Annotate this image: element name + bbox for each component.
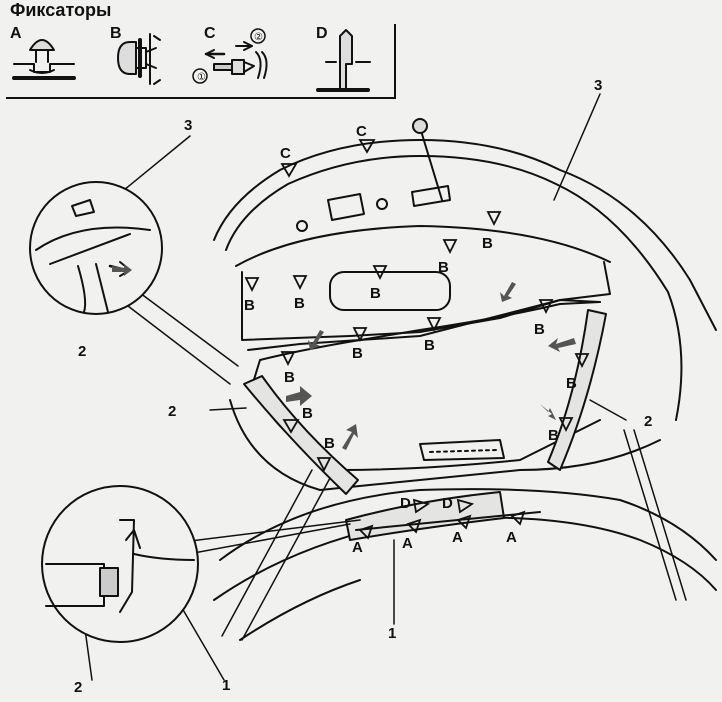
legend-step-1: ① (197, 72, 206, 83)
marker-b: B (284, 369, 295, 386)
marker-b: B (244, 297, 255, 314)
marker-a: A (452, 529, 463, 546)
marker-b: B (324, 435, 335, 452)
marker-b: B (482, 235, 493, 252)
callout-2-bottom: 2 (74, 679, 83, 696)
legend-box: A B C D (6, 24, 396, 99)
callout-2-right: 2 (644, 413, 653, 430)
legend-title: Фиксаторы (10, 0, 112, 20)
callout-1-center: 1 (388, 625, 397, 642)
clip-d-illustration (316, 29, 371, 92)
clip-b-illustration (117, 33, 161, 85)
callout-1-circle: 1 (222, 677, 231, 694)
detail-circle-lower (41, 485, 199, 643)
clip-a-illustration (12, 39, 76, 80)
legend-letter-a: A (10, 25, 22, 42)
callout-3-right: 3 (594, 77, 603, 94)
legend-letter-c: C (204, 25, 216, 42)
marker-a: A (506, 529, 517, 546)
marker-b: B (566, 375, 577, 392)
marker-a: A (352, 539, 363, 556)
legend-step-2: ② (254, 32, 263, 43)
direction-arrows (112, 264, 576, 450)
callout-3-left: 3 (184, 117, 193, 134)
marker-d: D (400, 495, 411, 512)
clip-c-illustration (192, 28, 268, 84)
callout-2-left: 2 (168, 403, 177, 420)
marker-b: B (294, 295, 305, 312)
marker-b: B (302, 405, 313, 422)
legend-letter-b: B (110, 25, 122, 42)
marker-b: B (534, 321, 545, 338)
marker-b: B (352, 345, 363, 362)
legend-letter-d: D (316, 25, 328, 42)
marker-b: B (548, 427, 559, 444)
marker-a: A (402, 535, 413, 552)
callout-2-circle: 2 (78, 343, 87, 360)
marker-b: B (370, 285, 381, 302)
detail-circle-upper (29, 181, 163, 315)
marker-c: C (280, 145, 291, 162)
marker-c: C (356, 123, 367, 140)
marker-b: B (438, 259, 449, 276)
marker-d: D (442, 495, 453, 512)
marker-b: B (424, 337, 435, 354)
